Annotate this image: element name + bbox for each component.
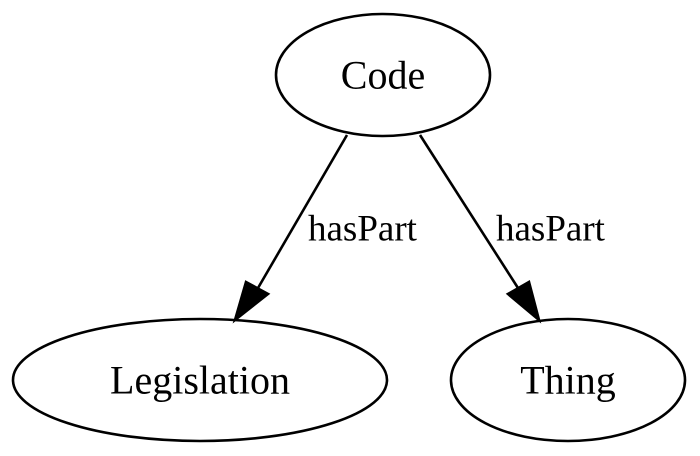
node-legislation-shape	[11, 317, 389, 443]
node-thing-label: Thing	[520, 358, 616, 403]
node-legislation: Legislation	[11, 317, 389, 443]
node-thing-shape	[449, 317, 687, 443]
edge-code-legislation-line	[256, 134, 349, 289]
edge-code-thing-arrowhead	[505, 280, 542, 324]
edge-code-thing-label: hasPart	[496, 209, 606, 250]
edge-code-legislation-label: hasPart	[308, 209, 418, 250]
node-legislation-label: Legislation	[110, 358, 290, 403]
node-code-label: Code	[341, 53, 425, 98]
edge-code-legislation-arrowhead	[232, 280, 271, 324]
node-thing: Thing	[449, 317, 687, 443]
node-code-shape	[274, 12, 492, 138]
node-code: Code	[274, 12, 492, 138]
edge-code-thing: hasPart	[418, 134, 606, 324]
edge-code-thing-line	[418, 134, 520, 289]
edge-code-legislation: hasPart	[232, 134, 418, 324]
